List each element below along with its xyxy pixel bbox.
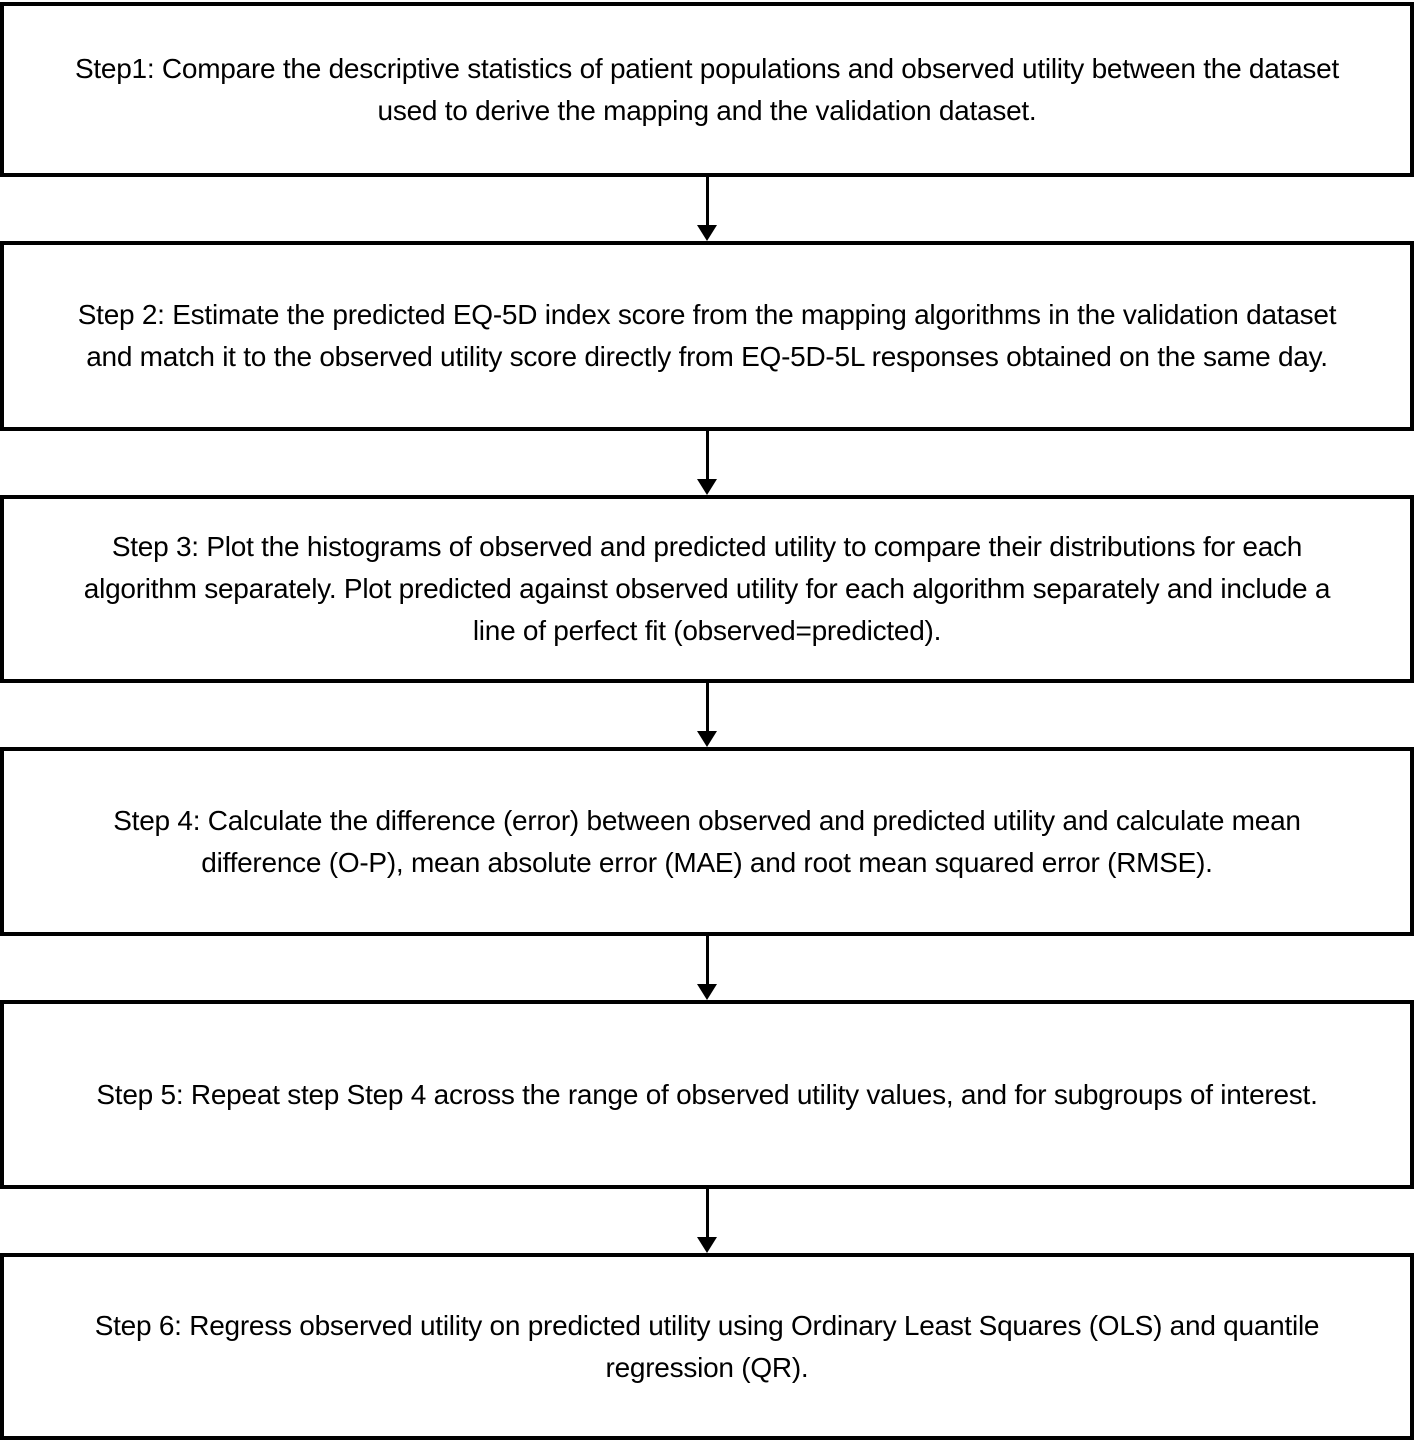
text-line: regression (QR). xyxy=(605,1351,809,1383)
step-2-text: Step 2: Estimate the predicted EQ-5D ind… xyxy=(78,294,1337,378)
text-line: and match it to the observed utility sco… xyxy=(86,341,1328,372)
text-line: Step 4: Calculate the difference (error)… xyxy=(113,804,1301,836)
step-box-4: Step 4: Calculate the difference (error)… xyxy=(0,747,1414,936)
arrow-stem xyxy=(705,177,709,225)
step-6-text: Step 6: Regress observed utility on pred… xyxy=(95,1305,1320,1389)
step-box-1: Step1: Compare the descriptive statistic… xyxy=(0,2,1414,177)
arrow-down-head xyxy=(697,1237,717,1253)
text-line: used to derive the mapping and the valid… xyxy=(377,94,1037,126)
text-line: Step 6: Regress observed utility on pred… xyxy=(94,1309,1320,1341)
flow-arrow-2 xyxy=(0,431,1414,495)
text-line: difference (O-P), mean absolute error (M… xyxy=(201,846,1213,878)
step-box-6: Step 6: Regress observed utility on pred… xyxy=(0,1253,1414,1440)
arrow-down-head xyxy=(697,984,717,1000)
arrow-stem xyxy=(705,1189,709,1237)
step-box-5: Step 5: Repeat step Step 4 across the ra… xyxy=(0,1000,1414,1189)
step-3-text: Step 3: Plot the histograms of observed … xyxy=(83,526,1331,652)
flow-arrow-1 xyxy=(0,177,1414,241)
arrow-down-head xyxy=(697,225,717,241)
arrow-stem xyxy=(705,683,709,731)
step-5-text: Step 5: Repeat step Step 4 across the ra… xyxy=(96,1074,1318,1116)
text-line: Step 5: Repeat step Step 4 across the ra… xyxy=(96,1078,1318,1110)
flow-arrow-5 xyxy=(0,1189,1414,1253)
text-line: algorithm separately. Plot predicted aga… xyxy=(83,573,1331,604)
arrow-stem xyxy=(705,431,709,479)
flow-arrow-4 xyxy=(0,936,1414,1000)
flow-arrow-3 xyxy=(0,683,1414,747)
text-line: Step 2: Estimate the predicted EQ-5D ind… xyxy=(77,299,1337,330)
arrow-down-head xyxy=(697,731,717,747)
text-line: Step 3: Plot the histograms of observed … xyxy=(111,531,1303,562)
step-1-text: Step1: Compare the descriptive statistic… xyxy=(75,48,1339,132)
text-line: Step1: Compare the descriptive statistic… xyxy=(74,52,1340,84)
arrow-stem xyxy=(705,936,709,984)
text-line: line of perfect fit (observed=predicted)… xyxy=(472,615,942,646)
step-box-3: Step 3: Plot the histograms of observed … xyxy=(0,495,1414,683)
step-box-2: Step 2: Estimate the predicted EQ-5D ind… xyxy=(0,241,1414,431)
step-4-text: Step 4: Calculate the difference (error)… xyxy=(113,800,1301,884)
arrow-down-head xyxy=(697,479,717,495)
